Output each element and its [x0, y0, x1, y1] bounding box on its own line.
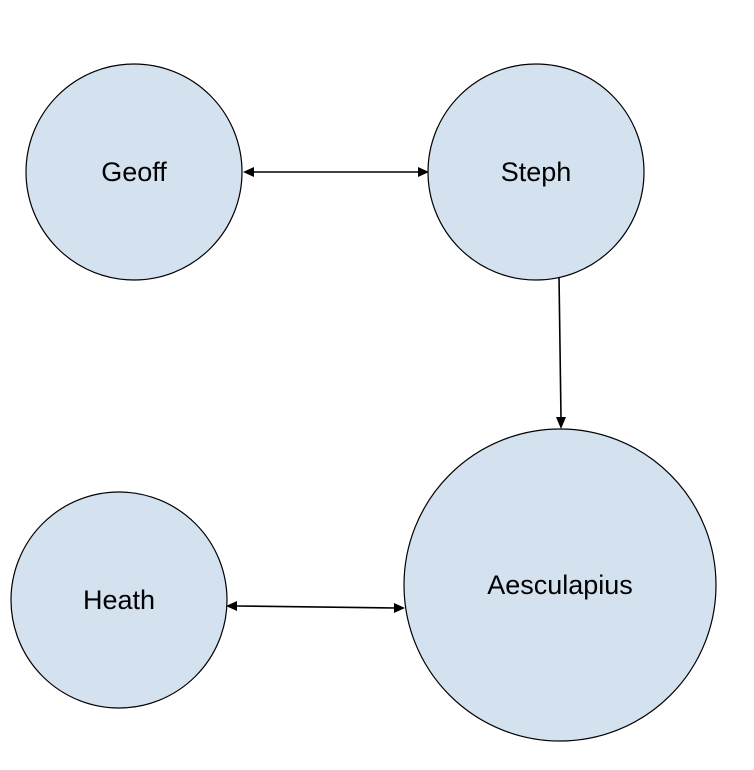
node-aesculapius: Aesculapius — [403, 428, 717, 742]
node-label: Geoff — [101, 157, 167, 187]
arrowhead-aesculapius — [556, 417, 566, 429]
node-circle — [403, 428, 717, 742]
node-circle — [25, 63, 243, 281]
arrowhead-heath — [226, 601, 237, 611]
node-label: Aesculapius — [487, 570, 633, 600]
node-geoff: Geoff — [25, 63, 243, 281]
edge-heath-aesculapius — [226, 601, 405, 613]
arrowhead-steph — [418, 167, 429, 177]
node-heath: Heath — [10, 491, 228, 709]
node-circle — [10, 491, 228, 709]
edge-geoff-steph — [243, 167, 429, 177]
arrowhead-geoff — [243, 167, 254, 177]
edge-line — [558, 275, 562, 419]
edge-line — [235, 605, 397, 609]
arrowhead-aesculapius-left — [394, 603, 405, 613]
edge-steph-aesculapius — [556, 275, 566, 429]
node-steph: Steph — [427, 63, 645, 281]
node-circle — [427, 63, 645, 281]
node-label: Heath — [83, 585, 155, 615]
edges — [226, 167, 566, 613]
node-label: Steph — [501, 157, 572, 187]
